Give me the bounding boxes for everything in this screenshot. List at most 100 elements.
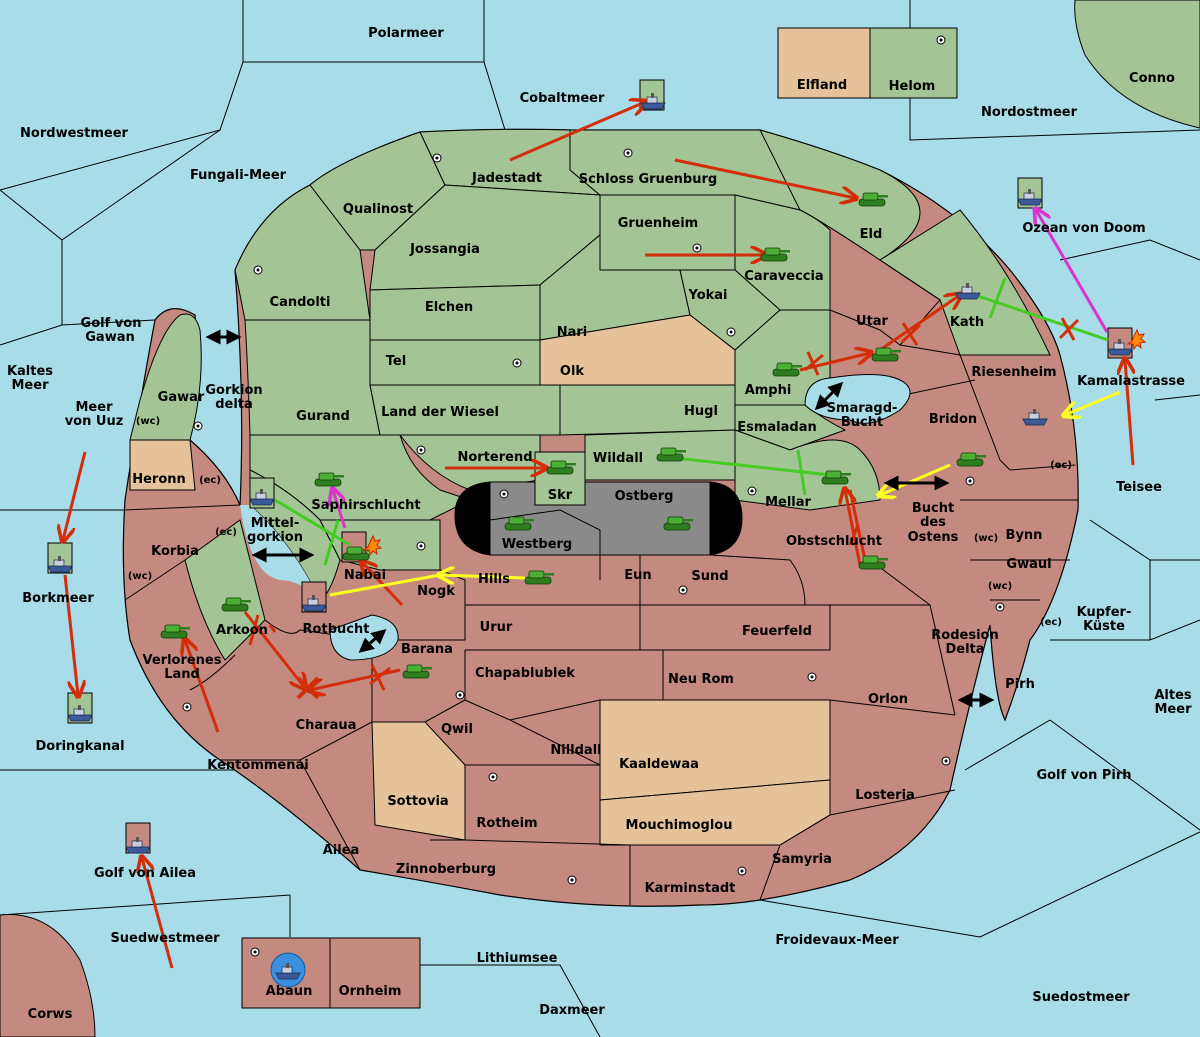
label-wildall: Wildall [593, 451, 643, 466]
label-verlorenes-land: Verlorenes [142, 653, 221, 668]
label-altes-meer: Altes [1154, 688, 1192, 703]
label-golf-von-gawan: Golf von [81, 316, 142, 331]
label-orlon: Orlon [868, 692, 908, 707]
label-fungali-meer: Fungali-Meer [190, 168, 287, 183]
label-mouchimoglou: Mouchimoglou [626, 818, 733, 833]
label-elchen: Elchen [425, 300, 473, 315]
label-land-der-wiesel: Land der Wiesel [381, 405, 499, 420]
label-ornheim: Ornheim [339, 984, 402, 999]
label-obstschlucht: Obstschlucht [786, 534, 882, 549]
label-froidevaux-meer: Froidevaux-Meer [775, 933, 899, 948]
supply-centres [182, 35, 1005, 957]
label-caraveccia: Caraveccia [744, 269, 823, 284]
label-samyria: Samyria [772, 852, 832, 867]
label-nordostmeer: Nordostmeer [981, 105, 1078, 120]
label-jadestadt: Jadestadt [471, 171, 542, 186]
label-gwaul: Gwaul [1006, 557, 1051, 572]
svg-text:(ec): (ec) [1040, 617, 1062, 628]
label-hugl: Hugl [684, 404, 718, 419]
label-cobaltmeer: Cobaltmeer [520, 91, 605, 106]
label-meer-von-uuz: Meer [76, 400, 114, 415]
tan-provinces [129, 314, 831, 846]
label-arkoon: Arkoon [216, 623, 268, 638]
label-saphirschlucht: Saphirschlucht [311, 498, 420, 513]
label-gurand: Gurand [296, 409, 350, 424]
label-schloss-gruenburg: Schloss Gruenburg [579, 172, 717, 187]
label-westberg: Westberg [502, 537, 572, 552]
province-elfland[interactable] [777, 27, 871, 99]
label-kupfer-kueste: Kupfer- [1077, 605, 1132, 620]
label-amphi: Amphi [745, 383, 792, 398]
label-rodesion-delta: Rodesion [931, 628, 998, 643]
label-nari: Nari [557, 325, 588, 340]
svg-text:(wc): (wc) [136, 416, 160, 427]
order-marks [248, 277, 1080, 700]
label-candolti: Candolti [270, 295, 331, 310]
label-suedwestmeer: Suedwestmeer [110, 931, 220, 946]
svg-text:(ec): (ec) [199, 475, 221, 486]
label-yokai: Yokai [687, 288, 727, 303]
label-sund: Sund [691, 569, 728, 584]
label-pirh: Pirh [1005, 677, 1035, 692]
svg-text:Gawan: Gawan [85, 330, 134, 345]
label-eld: Eld [860, 227, 883, 242]
label-gruenheim: Gruenheim [618, 216, 698, 231]
dislodged-markers [362, 328, 1147, 557]
label-feuerfeld: Feuerfeld [742, 624, 812, 639]
svg-text:des: des [920, 515, 946, 530]
svg-text:von Uuz: von Uuz [65, 414, 124, 429]
label-golf-von-ailea: Golf von Ailea [94, 866, 196, 881]
label-nordwestmeer: Nordwestmeer [20, 126, 128, 141]
svg-text:Delta: Delta [945, 642, 984, 657]
sea-labels: Polarmeer Conno Nordostmeer Nordwestmeer… [7, 26, 1192, 1022]
label-neu-rom: Neu Rom [668, 672, 734, 687]
label-esmaladan: Esmaladan [737, 420, 817, 435]
label-chapablublek: Chapablublek [475, 666, 575, 681]
label-helom: Helom [889, 79, 936, 94]
label-rotheim: Rotheim [476, 816, 537, 831]
label-barana: Barana [401, 642, 453, 657]
svg-text:delta: delta [215, 397, 253, 412]
label-losteria: Losteria [855, 788, 915, 803]
label-sottovia: Sottovia [387, 794, 448, 809]
label-ostberg: Ostberg [615, 489, 674, 504]
label-urur: Urur [480, 620, 513, 635]
svg-text:(wc): (wc) [974, 533, 998, 544]
conno-land [1074, 0, 1200, 129]
label-abaun: Abaun [266, 984, 313, 999]
svg-text:Bucht: Bucht [841, 415, 883, 430]
label-doringkanal: Doringkanal [35, 739, 124, 754]
label-bucht-des-ostens: Bucht [912, 501, 954, 516]
label-korbia: Korbia [151, 544, 199, 559]
label-bynn: Bynn [1006, 528, 1043, 543]
label-smaragd-bucht: Smaragd- [827, 401, 898, 416]
label-zinnoberburg: Zinnoberburg [396, 862, 496, 877]
label-borkmeer: Borkmeer [22, 591, 94, 606]
label-kaaldewaa: Kaaldewaa [619, 757, 699, 772]
label-nilldall: Nilldall [550, 743, 601, 758]
label-gawar: Gawar [158, 390, 205, 405]
label-golf-von-pirh: Golf von Pirh [1036, 768, 1131, 783]
label-hills: Hills [478, 572, 510, 587]
province-ornheim[interactable] [329, 937, 421, 1009]
label-rotbucht: Rotbucht [303, 622, 370, 637]
label-utar: Utar [856, 314, 889, 329]
label-nabai: Nabai [344, 568, 386, 583]
svg-text:Meer: Meer [12, 378, 50, 393]
label-mittelgorkion: Mittel- [251, 516, 300, 531]
label-skr: Skr [548, 488, 573, 503]
label-suedostmeer: Suedostmeer [1032, 990, 1130, 1005]
label-qualinost: Qualinost [343, 202, 413, 217]
svg-text:Küste: Küste [1083, 619, 1125, 634]
label-kentommenai: Kentommenai [207, 758, 308, 773]
label-eun: Eun [624, 568, 651, 583]
label-heronn: Heronn [132, 472, 186, 487]
label-lithiumsee: Lithiumsee [477, 951, 558, 966]
label-kamalastrasse: Kamalastrasse [1077, 374, 1185, 389]
svg-text:(ec): (ec) [1050, 460, 1072, 471]
label-kath: Kath [950, 315, 984, 330]
label-riesenheim: Riesenheim [971, 365, 1056, 380]
corws-land [0, 914, 96, 1037]
